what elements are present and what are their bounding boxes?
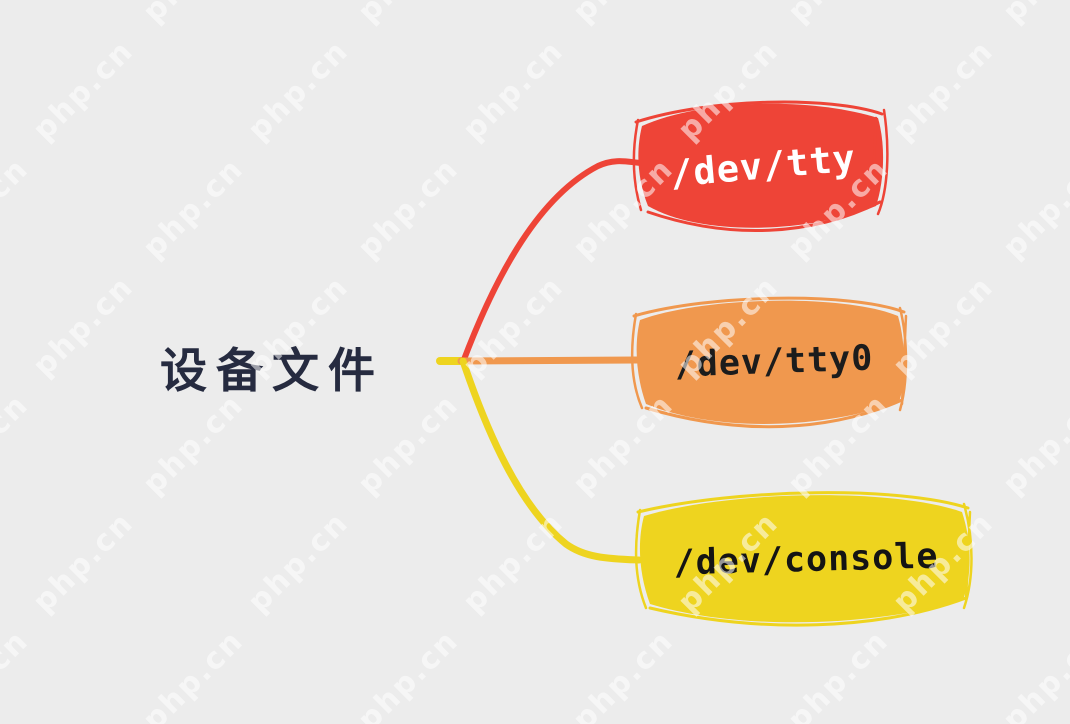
node-label-dev-tty0[interactable]: /dev/tty0	[674, 338, 874, 386]
node-dev-tty[interactable]	[632, 100, 889, 233]
connector-dev-console	[459, 357, 643, 564]
root-node-label[interactable]: 设备文件	[160, 344, 384, 399]
node-label-dev-console[interactable]: /dev/console	[673, 536, 939, 584]
node-sketch-dev-tty0-bottom	[644, 398, 904, 429]
connector-dev-tty0	[457, 356, 644, 365]
node-dev-console[interactable]	[634, 491, 973, 627]
node-sketch-dev-console-top	[636, 491, 970, 514]
connector-dev-tty	[460, 158, 644, 365]
node-sketch-dev-tty-right	[870, 108, 889, 216]
node-dev-tty0[interactable]	[630, 296, 908, 429]
node-shape-dev-tty	[638, 103, 884, 228]
node-sketch-dev-tty-left	[632, 118, 643, 212]
node-sketch-dev-tty-top	[634, 100, 884, 124]
node-shape-dev-console	[639, 495, 970, 623]
node-sketch-dev-tty-bottom	[646, 200, 882, 233]
node-sketch-dev-console-left	[634, 508, 648, 610]
node-shape-dev-tty0	[636, 300, 905, 425]
node-sketch-dev-console-bottom	[648, 596, 968, 627]
node-sketch-dev-tty0-left	[630, 312, 644, 410]
node-sketch-dev-tty0-top	[632, 296, 906, 318]
